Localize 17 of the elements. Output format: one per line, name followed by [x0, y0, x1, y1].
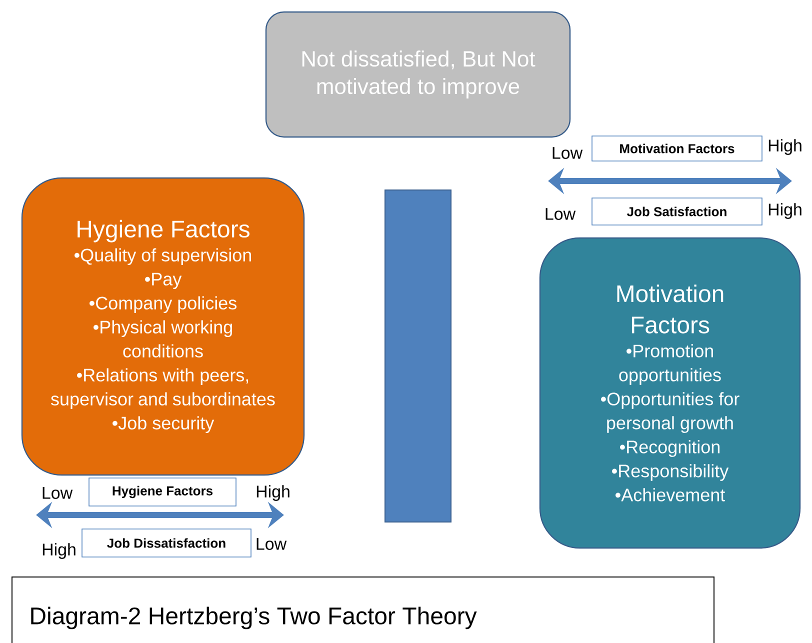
- scale-end-label: High: [256, 485, 290, 501]
- factor-box: Motivation Factors •Promotion opportunities •Opportunities for personal growth •Recognition •Responsibility •Achievement: [539, 237, 801, 549]
- status-box: Not dissatisfied, But Not motivated to improve: [265, 11, 571, 138]
- factor-box: Hygiene Factors •Quality of supervision •Pay •Company policies •Physical working conditions •Relations with peers, supervisor and subordinates •Job security: [21, 177, 305, 476]
- divider-bar: [384, 190, 452, 522]
- scale-end-label: High: [42, 543, 76, 559]
- scale-label-box: Job Satisfaction: [592, 198, 762, 226]
- scale-end-label: Low: [256, 538, 287, 550]
- scale-label-box: Hygiene Factors: [88, 478, 236, 506]
- scale-label-box: Motivation Factors: [592, 136, 762, 162]
- scale-end-label: Low: [552, 147, 583, 159]
- scale-end-label: Low: [42, 487, 73, 499]
- scale-label-box: Job Dissatisfaction: [82, 528, 252, 558]
- scale-end-label: High: [768, 203, 802, 219]
- scale-end-label: Low: [546, 208, 576, 220]
- scale-end-label: High: [768, 139, 802, 155]
- caption-box: Diagram-2 Hertzberg’s Two Factor Theory: [12, 576, 714, 643]
